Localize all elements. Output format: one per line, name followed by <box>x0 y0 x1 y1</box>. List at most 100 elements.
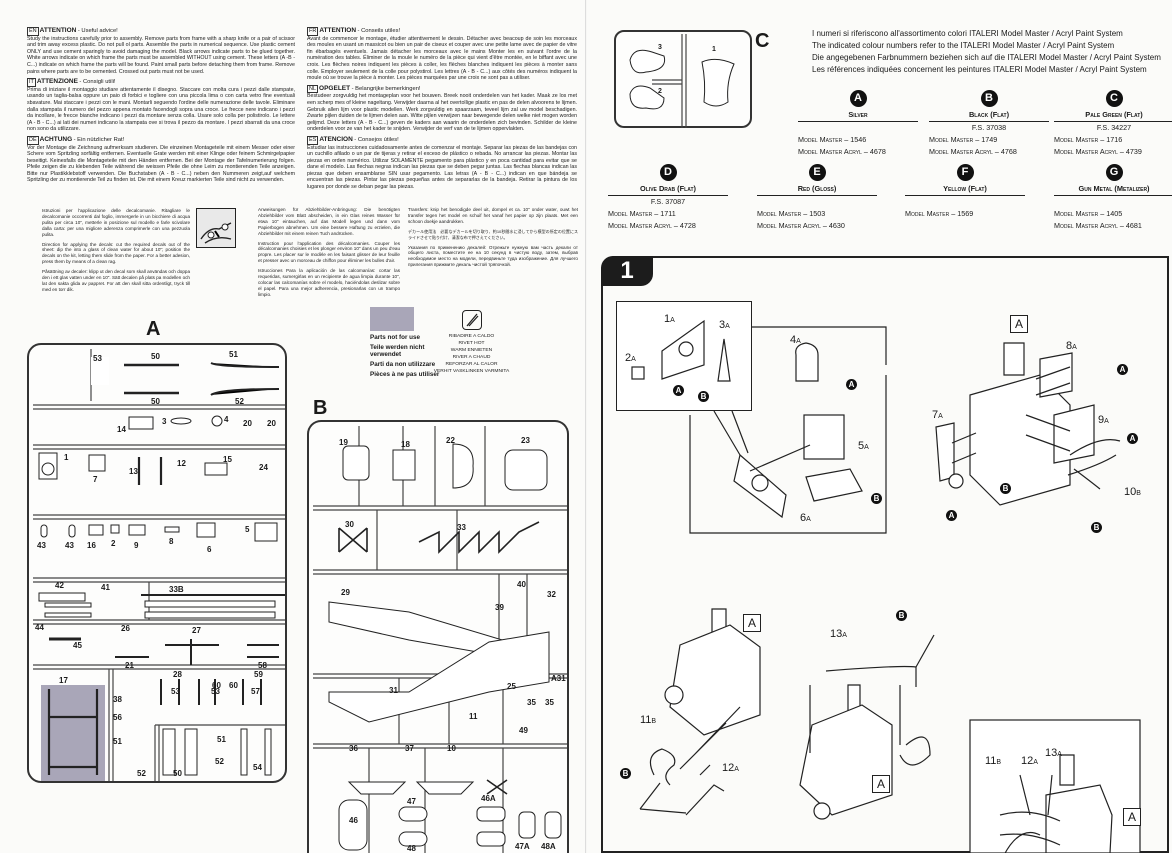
callout-part-11b-inset: 11B <box>985 755 1001 767</box>
paint-system-note: I numeri si riferiscono all'assortimento… <box>812 28 1161 76</box>
sprue-marker-a: A <box>872 775 890 793</box>
legend-text: WARM ENNIETEN <box>450 348 493 354</box>
decal-instructions-col3: Transfers: knip het benodigde deel uit, … <box>408 207 578 272</box>
part-number: 50 <box>173 769 182 778</box>
paint-name: Yellow (Flat) <box>905 184 1025 196</box>
part-number: 28 <box>173 670 182 679</box>
part-number: 18 <box>401 440 410 449</box>
part-number: 47A <box>515 842 530 851</box>
sprue-marker-a: A <box>743 614 761 632</box>
callout-number: 2 <box>625 352 632 364</box>
color-marker-a: A <box>946 510 957 521</box>
paint-code-badge: D <box>659 164 677 181</box>
step-1-illustration <box>631 319 1141 853</box>
part-number: 41 <box>101 583 110 592</box>
color-marker-b: B <box>1091 522 1102 533</box>
part-number: 4 <box>224 415 229 424</box>
part-number: 35 <box>545 698 554 707</box>
part-number: 22 <box>446 436 455 445</box>
callout-part-3a: 3A <box>719 319 730 331</box>
part-number: 20 <box>243 419 252 428</box>
callout-number: 5 <box>858 440 865 452</box>
callout-sprue: B <box>996 759 1002 766</box>
callout-number: 8 <box>1066 340 1073 352</box>
legend-text: RIVET HOT <box>458 341 485 347</box>
sprue-c: 3 2 1 <box>614 30 752 128</box>
callout-sprue: A <box>631 356 636 363</box>
paint-code-badge: F <box>956 164 974 181</box>
part-number: 23 <box>521 436 530 445</box>
color-marker-b: B <box>1000 483 1011 494</box>
paint-name: Silver <box>798 110 918 122</box>
callout-number: 6 <box>800 512 807 524</box>
paint-fs <box>757 197 877 206</box>
paint-model-master: Model Master – 1405 <box>1054 209 1123 218</box>
paint-name: Black (Flat) <box>929 110 1049 122</box>
part-number: 43 <box>65 541 74 550</box>
paint-model-master-acryl: Model Master Acryl – 4678 <box>798 147 886 156</box>
paint-entry-a: A Silver Model Master – 1546 Model Maste… <box>798 90 918 156</box>
callout-part-7a: 7A <box>932 409 943 421</box>
paint-fs: F.S. 37038 <box>971 123 1007 132</box>
part-number: 14 <box>117 425 126 434</box>
step-number-badge: 1 <box>601 256 653 286</box>
part-number: 15 <box>223 455 232 464</box>
paint-model-master-acryl: Model Master Acryl – 4681 <box>1054 221 1142 230</box>
paint-entry-d: D Olive Drab (Flat) F.S. 37087 Model Mas… <box>608 164 728 230</box>
part-number: 52 <box>215 757 224 766</box>
part-number: 7 <box>93 475 98 484</box>
part-number: 52 <box>235 397 244 406</box>
paint-name: Red (Gloss) <box>757 184 877 196</box>
callout-part-9a: 9A <box>1098 414 1109 426</box>
part-number: 50 <box>151 397 160 406</box>
part-number: 36 <box>349 744 358 753</box>
sprue-b-frame-lines <box>313 426 567 853</box>
paint-fs <box>798 123 918 132</box>
color-marker-a: A <box>1127 433 1138 444</box>
part-number: 33B <box>169 585 184 594</box>
legend-text: REFORZAR AL CALOR <box>445 362 498 368</box>
callout-sprue: A <box>796 338 801 345</box>
paint-model-master: Model Master – 1569 <box>905 209 974 218</box>
part-number: 59 <box>254 670 263 679</box>
part-number: 54 <box>253 763 262 772</box>
callout-sprue: A <box>1057 751 1062 758</box>
sprue-c-frame-lines <box>629 34 735 128</box>
part-number: 31 <box>389 686 398 695</box>
part-number: 51 <box>217 735 226 744</box>
decal-text-en: Direction for applying the decals: cut t… <box>42 241 190 265</box>
part-number: 42 <box>55 581 64 590</box>
callout-number: 1 <box>664 313 671 325</box>
color-marker-a: A <box>673 385 684 396</box>
legend-text: VERHIT VASKLINKEN VARMNITA <box>433 369 510 375</box>
paint-fs: F.S. 34227 <box>1096 123 1132 132</box>
paint-entry-f: F Yellow (Flat) Model Master – 1569 <box>905 164 1025 218</box>
part-number: 53 <box>171 687 180 696</box>
part-number: 43 <box>37 541 46 550</box>
paint-code-badge: E <box>808 164 826 181</box>
part-number: 48 <box>407 844 416 853</box>
callout-part-12a: 12A <box>722 762 739 774</box>
not-for-use-part <box>41 685 105 781</box>
decal-instructions-col1: Istruzioni per l'applicazione delle deca… <box>42 208 190 297</box>
part-number: 51 <box>229 350 238 359</box>
legend-text: RIVER A CHAUD <box>452 355 491 361</box>
part-number: 3 <box>658 44 662 51</box>
part-number: 27 <box>192 626 201 635</box>
sprue-a-frame-lines <box>33 349 285 781</box>
paint-entry-g: G Gun Metal (Metalizer) Model Master – 1… <box>1054 164 1172 230</box>
sprue-a: 53 50 51 50 52 14 3 4 20 20 1 7 13 12 15… <box>27 343 287 783</box>
legend-text: Parts not for use <box>370 334 421 341</box>
callout-sprue: A <box>864 444 869 451</box>
part-number: 21 <box>125 661 134 670</box>
callout-sprue: B <box>651 718 657 725</box>
callout-number: 11 <box>640 714 652 726</box>
part-number: 11 <box>469 712 478 721</box>
callout-number: 9 <box>1098 414 1105 426</box>
part-number: 38 <box>113 695 122 704</box>
paint-code-badge: C <box>1105 90 1123 107</box>
paint-model-master-acryl: Model Master Acryl – 4728 <box>608 221 696 230</box>
paint-code-badge: A <box>849 90 867 107</box>
